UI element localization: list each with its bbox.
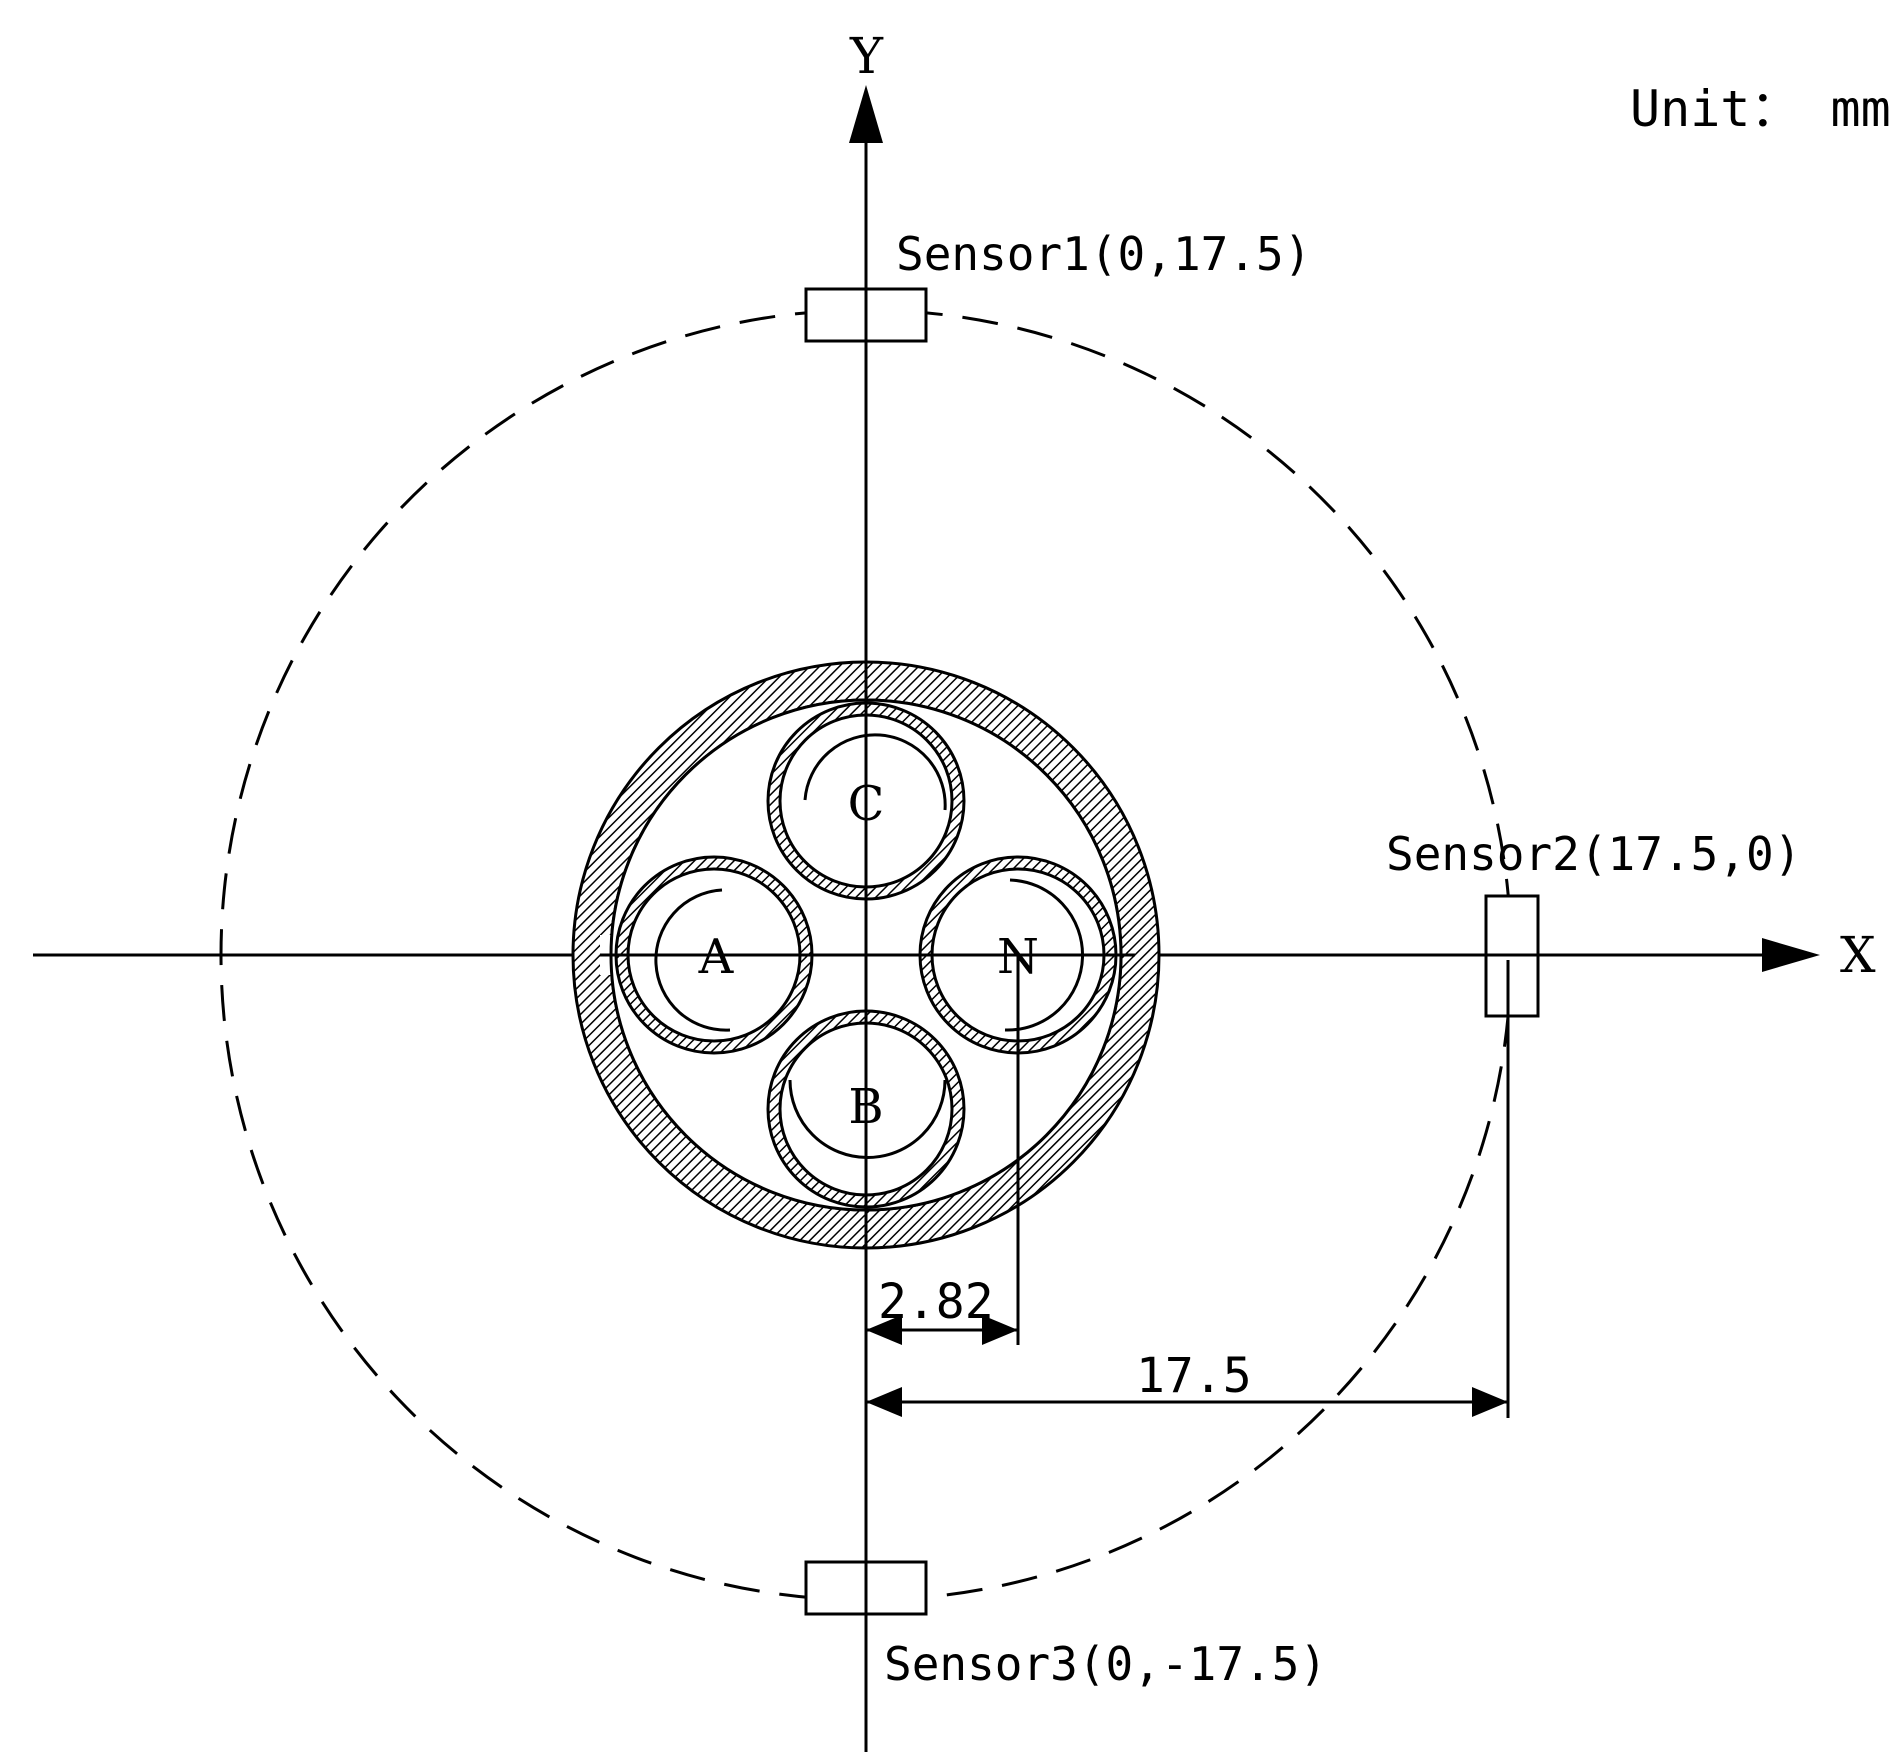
dimension-offset	[866, 955, 1020, 1345]
dimension-offset-label: 2.82	[878, 1274, 994, 1330]
conductor-label-b: B	[848, 1079, 883, 1135]
sensor2-marker	[1484, 894, 1540, 1018]
sensor3-marker	[804, 1560, 928, 1616]
dimension-radius	[866, 960, 1510, 1418]
y-axis-label: Y	[849, 27, 884, 85]
conductor-a	[614, 855, 814, 1055]
unit-label: Unit： mm	[1630, 80, 1891, 138]
conductor-label-a: A	[698, 929, 735, 985]
dimension-radius-label: 17.5	[1136, 1348, 1252, 1404]
sensor2-label: Sensor2(17.5,0)	[1386, 827, 1801, 881]
sensor1-marker	[804, 287, 928, 343]
sensor1-label: Sensor1(0,17.5)	[896, 227, 1311, 281]
sensor3-label: Sensor3(0,-17.5)	[884, 1637, 1327, 1691]
x-axis-label: X	[1840, 926, 1876, 984]
conductor-label-c: C	[848, 776, 885, 832]
